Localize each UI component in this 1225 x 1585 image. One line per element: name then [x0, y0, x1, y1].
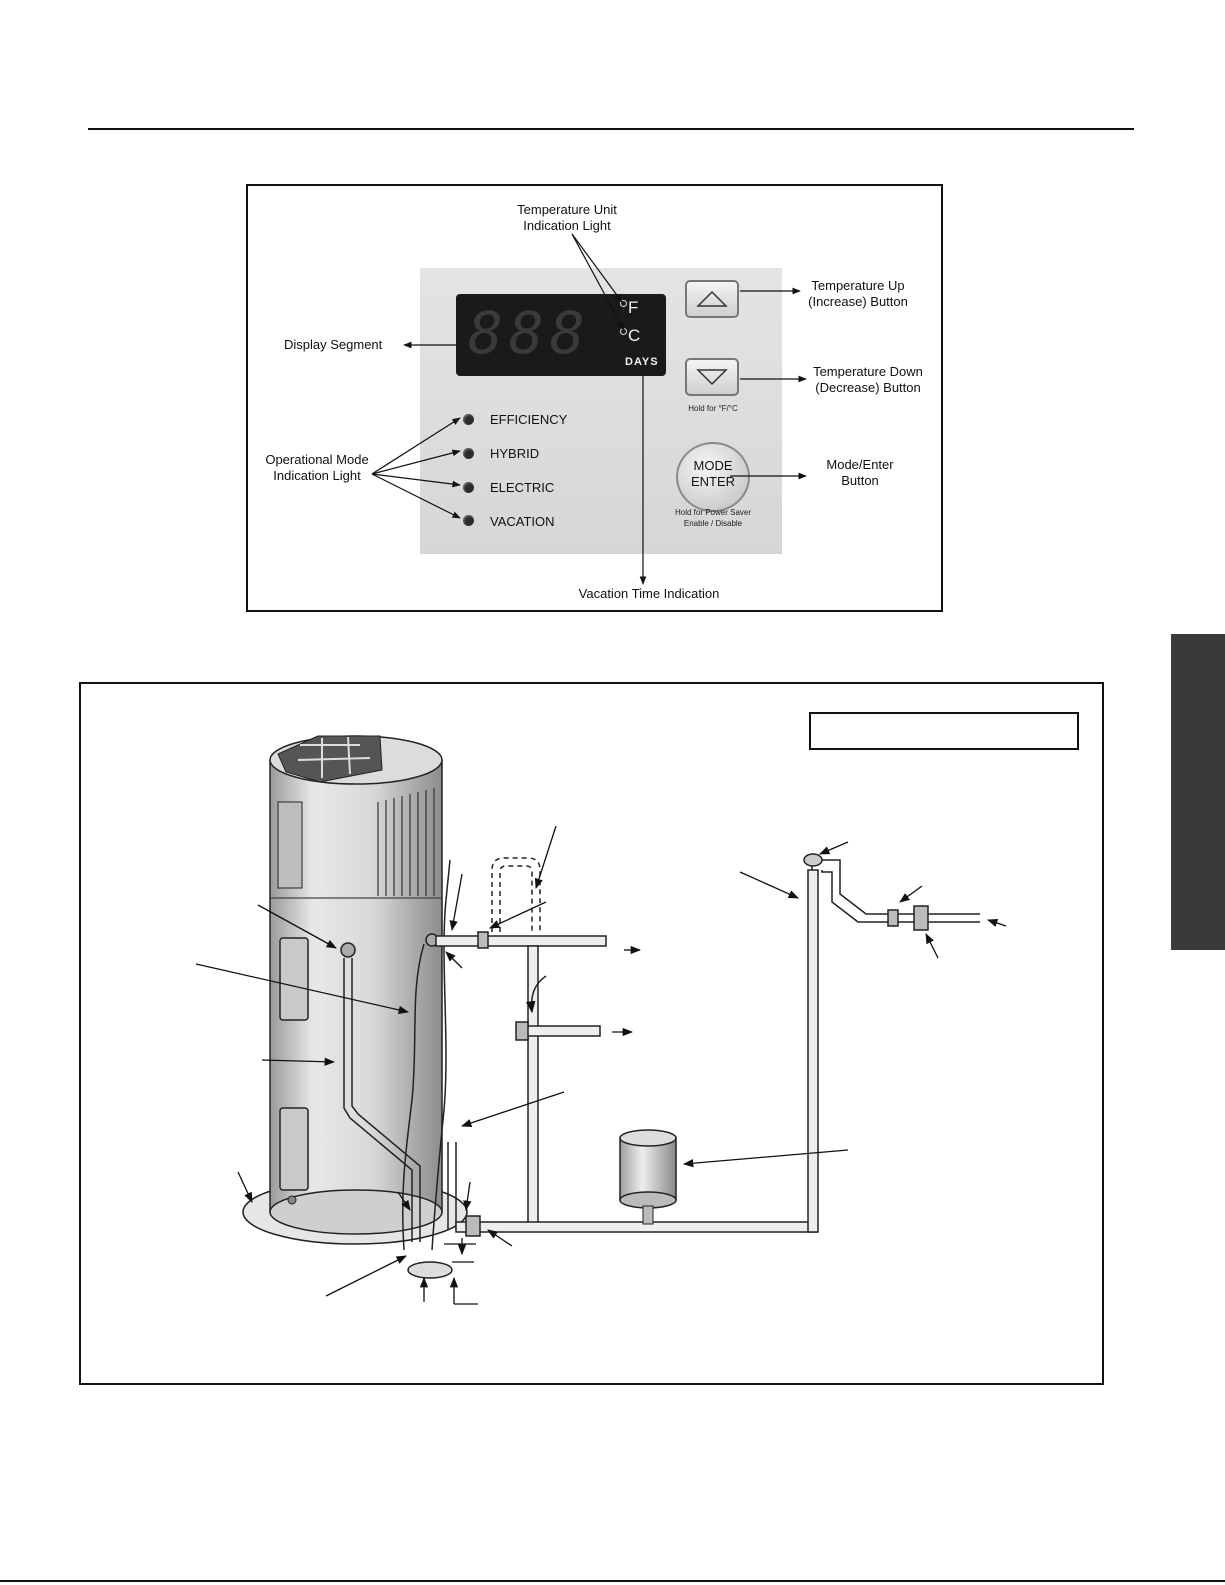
temperature-up-button[interactable] [685, 280, 739, 318]
hot-water-outlet-pipe [435, 935, 607, 947]
power-saver-note-line1: Hold for Power Saver [674, 508, 752, 517]
mode-label-hybrid: HYBRID [490, 446, 540, 461]
callout-operational-mode-light: Operational Mode Indication Light [250, 452, 384, 484]
mode-light-efficiency [463, 414, 474, 425]
cold-supply-pipe [455, 1221, 817, 1233]
triangle-down-icon [696, 369, 728, 386]
footer-rule [0, 1580, 1225, 1582]
fahrenheit-label: F [628, 298, 639, 317]
section-side-tab [1171, 634, 1225, 950]
callout-temperature-up-line1: Temperature Up [811, 278, 905, 293]
mode-label-vacation: VACATION [490, 514, 555, 529]
days-label: DAYS [625, 356, 659, 368]
callout-temperature-up-button: Temperature Up (Increase) Button [792, 278, 924, 310]
mode-enter-button[interactable]: MODE ENTER [676, 442, 750, 512]
expansion-tank [619, 1129, 677, 1225]
triangle-up-icon [696, 290, 728, 307]
power-saver-note-line2: Enable / Disable [683, 519, 743, 528]
mode-light-electric [463, 482, 474, 493]
cold-supply-riser [807, 869, 819, 1233]
enter-button-label: ENTER [690, 474, 736, 489]
mode-button-label: MODE [693, 458, 733, 473]
callout-mode-enter-button: Mode/Enter Button [810, 457, 910, 489]
celsius-label: C [628, 326, 641, 345]
callout-temperature-down-line1: Temperature Down [813, 364, 923, 379]
callout-temperature-unit-light-line1: Temperature Unit [517, 202, 617, 217]
header-rule [88, 128, 1134, 130]
callout-operational-mode-light-line2: Indication Light [273, 468, 361, 483]
installation-figure-frame [79, 682, 1104, 1385]
mode-label-efficiency: EFFICIENCY [490, 412, 568, 427]
mode-light-vacation [463, 515, 474, 526]
installation-illustration [195, 735, 1007, 1305]
hold-unit-note: Hold for °F/°C [688, 404, 738, 413]
callout-operational-mode-light-line1: Operational Mode [265, 452, 369, 467]
callout-mode-enter-line2: Button [841, 473, 879, 488]
callout-display-segment: Display Segment [284, 337, 383, 352]
callout-temperature-unit-light: Temperature Unit Indication Light [490, 202, 644, 234]
callout-mode-enter-line1: Mode/Enter [826, 457, 894, 472]
control-panel-figure-frame [246, 184, 943, 612]
callout-temperature-down-line2: (Decrease) Button [815, 380, 921, 395]
mode-light-hybrid [463, 448, 474, 459]
figure-legend-box [809, 712, 1079, 750]
mode-label-electric: ELECTRIC [490, 480, 555, 495]
temperature-down-button[interactable] [685, 358, 739, 396]
callout-vacation-time-indication: Vacation Time Indication [578, 586, 720, 601]
tp-discharge-pipe [343, 958, 413, 1242]
callout-temperature-up-line2: (Increase) Button [808, 294, 908, 309]
water-heater-tank [269, 735, 443, 1235]
tempering-line [527, 945, 539, 1227]
display-segment-digits: 888 [468, 299, 591, 367]
fahrenheit-indicator-light [620, 300, 627, 307]
callout-temperature-down-button: Temperature Down (Decrease) Button [798, 364, 938, 396]
control-panel-leader-lines [371, 233, 807, 585]
callout-temperature-unit-light-line2: Indication Light [523, 218, 611, 233]
display-window [456, 294, 666, 376]
